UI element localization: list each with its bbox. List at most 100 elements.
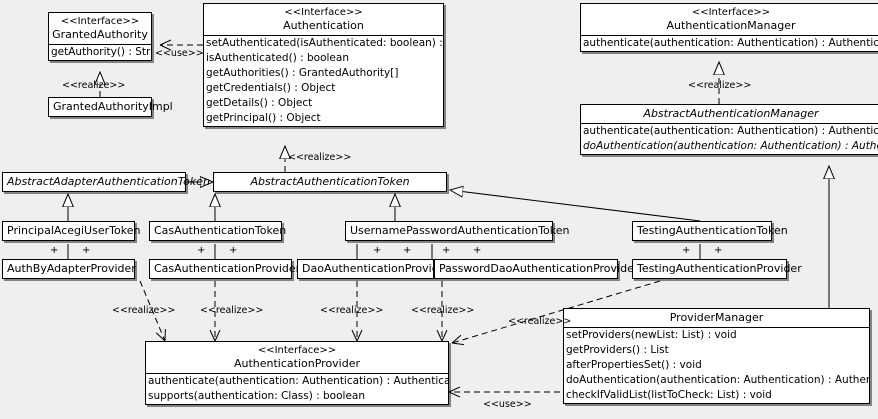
edge-label-realize-dao-provider: <<realize>> (320, 305, 384, 316)
class-header: ProviderManager (564, 309, 869, 327)
association-marker: + (50, 245, 59, 256)
class-header: TestingAuthenticationProvider (633, 260, 802, 278)
stereotype-label: <<Interface>> (691, 7, 771, 18)
class-header: AbstractAuthenticationManager (581, 105, 878, 123)
association-marker: + (442, 245, 451, 256)
operation: authenticate(authentication: Authenticat… (583, 37, 878, 49)
divider (581, 123, 878, 124)
class-name: PasswordDaoAuthenticationProvider (439, 262, 639, 275)
class-name: AbstractAuthenticationManager (643, 107, 819, 120)
class-principal-acegi-user-token[interactable]: PrincipalAcegiUserToken (2, 221, 141, 241)
class-cas-authentication-token[interactable]: CasAuthenticationToken (149, 221, 287, 241)
operation: getAuthority() : String (51, 46, 151, 58)
stereotype-label: <<Interface>> (257, 345, 337, 356)
operation: checkIfValidList(listToCheck: List) : vo… (566, 389, 772, 401)
class-name: CasAuthenticationProvider (154, 262, 301, 275)
class-authentication-provider[interactable]: <<Interface>> AuthenticationProvider aut… (145, 341, 449, 405)
operation: isAuthenticated() : boolean (206, 52, 349, 64)
edge-label-realize-abstract-authentication-token: <<realize>> (288, 152, 352, 163)
operation: getDetails() : Object (206, 97, 313, 109)
operation: getAuthorities() : GrantedAuthority[] (206, 67, 399, 79)
class-name: AbstractAuthenticationToken (250, 175, 410, 188)
edge-label-realize-cas-provider: <<realize>> (200, 305, 264, 316)
operation: getPrincipal() : Object (206, 112, 321, 124)
operations-compartment: authenticate(authentication: Authenticat… (581, 36, 878, 51)
association-marker: + (682, 245, 691, 256)
operation: getCredentials() : Object (206, 82, 336, 94)
class-name: GrantedAuthorityImpl (53, 100, 173, 113)
class-header: DaoAuthenticationProvider (298, 260, 450, 278)
operation: authenticate(authentication: Authenticat… (583, 125, 878, 137)
divider (146, 373, 448, 374)
class-name: ProviderManager (669, 311, 764, 324)
association-marker: + (403, 245, 412, 256)
association-marker: + (197, 245, 206, 256)
class-header: GrantedAuthorityImpl (49, 98, 173, 116)
class-name: AuthenticationProvider (233, 357, 361, 370)
class-header: PasswordDaoAuthenticationProvider (435, 260, 639, 278)
class-authentication[interactable]: <<Interface>> Authentication setAuthenti… (203, 3, 444, 127)
class-abstract-authentication-manager[interactable]: AbstractAuthenticationManager authentica… (580, 104, 878, 155)
edge-label-realize-granted-authority-impl: <<realize>> (62, 80, 126, 91)
class-testing-authentication-provider[interactable]: TestingAuthenticationProvider (632, 259, 802, 279)
stereotype-label: <<Interface>> (60, 16, 140, 27)
edge-label-realize-testing-provider: <<realize>> (508, 316, 572, 327)
divider (49, 44, 151, 45)
class-header: UsernamePasswordAuthenticationToken (346, 222, 570, 240)
class-cas-authentication-provider[interactable]: CasAuthenticationProvider (149, 259, 301, 279)
class-username-password-authentication-token[interactable]: UsernamePasswordAuthenticationToken (345, 221, 570, 241)
class-name: TestingAuthenticationToken (637, 224, 788, 237)
class-header: TestingAuthenticationToken (633, 222, 788, 240)
class-testing-authentication-token[interactable]: TestingAuthenticationToken (632, 221, 788, 241)
operations-compartment: setAuthenticated(isAuthenticated: boolea… (204, 36, 443, 126)
operation: getProviders() : List (566, 344, 669, 356)
class-auth-by-adapter-provider[interactable]: AuthByAdapterProvider (2, 259, 136, 279)
class-name: PrincipalAcegiUserToken (7, 224, 141, 237)
class-granted-authority[interactable]: <<Interface>> GrantedAuthority getAuthor… (48, 12, 152, 61)
operation: supports(authentication: Class) : boolea… (148, 390, 365, 402)
class-name: AbstractAdapterAuthenticationToken (7, 175, 210, 188)
association-marker: + (473, 245, 482, 256)
class-abstract-authentication-token[interactable]: AbstractAuthenticationToken (213, 172, 447, 192)
class-name: TestingAuthenticationProvider (637, 262, 802, 275)
class-password-dao-authentication-provider[interactable]: PasswordDaoAuthenticationProvider (434, 259, 639, 279)
class-name: GrantedAuthority (52, 28, 148, 41)
class-header: CasAuthenticationToken (150, 222, 287, 240)
association-marker: + (82, 245, 91, 256)
association-marker: + (229, 245, 238, 256)
operation: afterPropertiesSet() : void (566, 359, 702, 371)
association-marker: + (714, 245, 723, 256)
class-name: UsernamePasswordAuthenticationToken (350, 224, 570, 237)
class-header: PrincipalAcegiUserToken (3, 222, 141, 240)
operation: authenticate(authentication: Authenticat… (148, 375, 448, 387)
operations-compartment: authenticate(authentication: Authenticat… (581, 124, 878, 154)
edge-label-realize-password-dao-provider: <<realize>> (411, 305, 475, 316)
operation: doAuthentication(authentication: Authent… (566, 374, 869, 386)
association-marker: + (373, 245, 382, 256)
class-name: AuthByAdapterProvider (7, 262, 136, 275)
class-header: CasAuthenticationProvider (150, 260, 301, 278)
class-granted-authority-impl[interactable]: GrantedAuthorityImpl (48, 97, 173, 117)
divider (564, 327, 869, 328)
class-header: AbstractAdapterAuthenticationToken (3, 173, 210, 191)
class-header: AuthByAdapterProvider (3, 260, 136, 278)
class-authentication-manager[interactable]: <<Interface>> AuthenticationManager auth… (580, 3, 878, 52)
class-abstract-adapter-authentication-token[interactable]: AbstractAdapterAuthenticationToken (2, 172, 210, 192)
class-header: AbstractAuthenticationToken (214, 173, 446, 191)
divider (581, 35, 878, 36)
operations-compartment: authenticate(authentication: Authenticat… (146, 374, 448, 404)
class-header: <<Interface>> Authentication (204, 4, 443, 35)
class-name: AuthenticationManager (666, 19, 796, 32)
class-dao-authentication-provider[interactable]: DaoAuthenticationProvider (297, 259, 450, 279)
operations-compartment: getAuthority() : String (49, 45, 151, 60)
edge-label-use-granted-authority: <<use>> (155, 48, 204, 59)
divider (204, 35, 443, 36)
class-header: <<Interface>> AuthenticationManager (581, 4, 878, 35)
operations-compartment: setProviders(newList: List) : void getPr… (564, 328, 869, 403)
class-provider-manager[interactable]: ProviderManager setProviders(newList: Li… (563, 308, 870, 404)
class-name: CasAuthenticationToken (154, 224, 287, 237)
class-name: DaoAuthenticationProvider (302, 262, 450, 275)
class-header: <<Interface>> AuthenticationProvider (146, 342, 448, 373)
class-name: Authentication (283, 19, 364, 32)
